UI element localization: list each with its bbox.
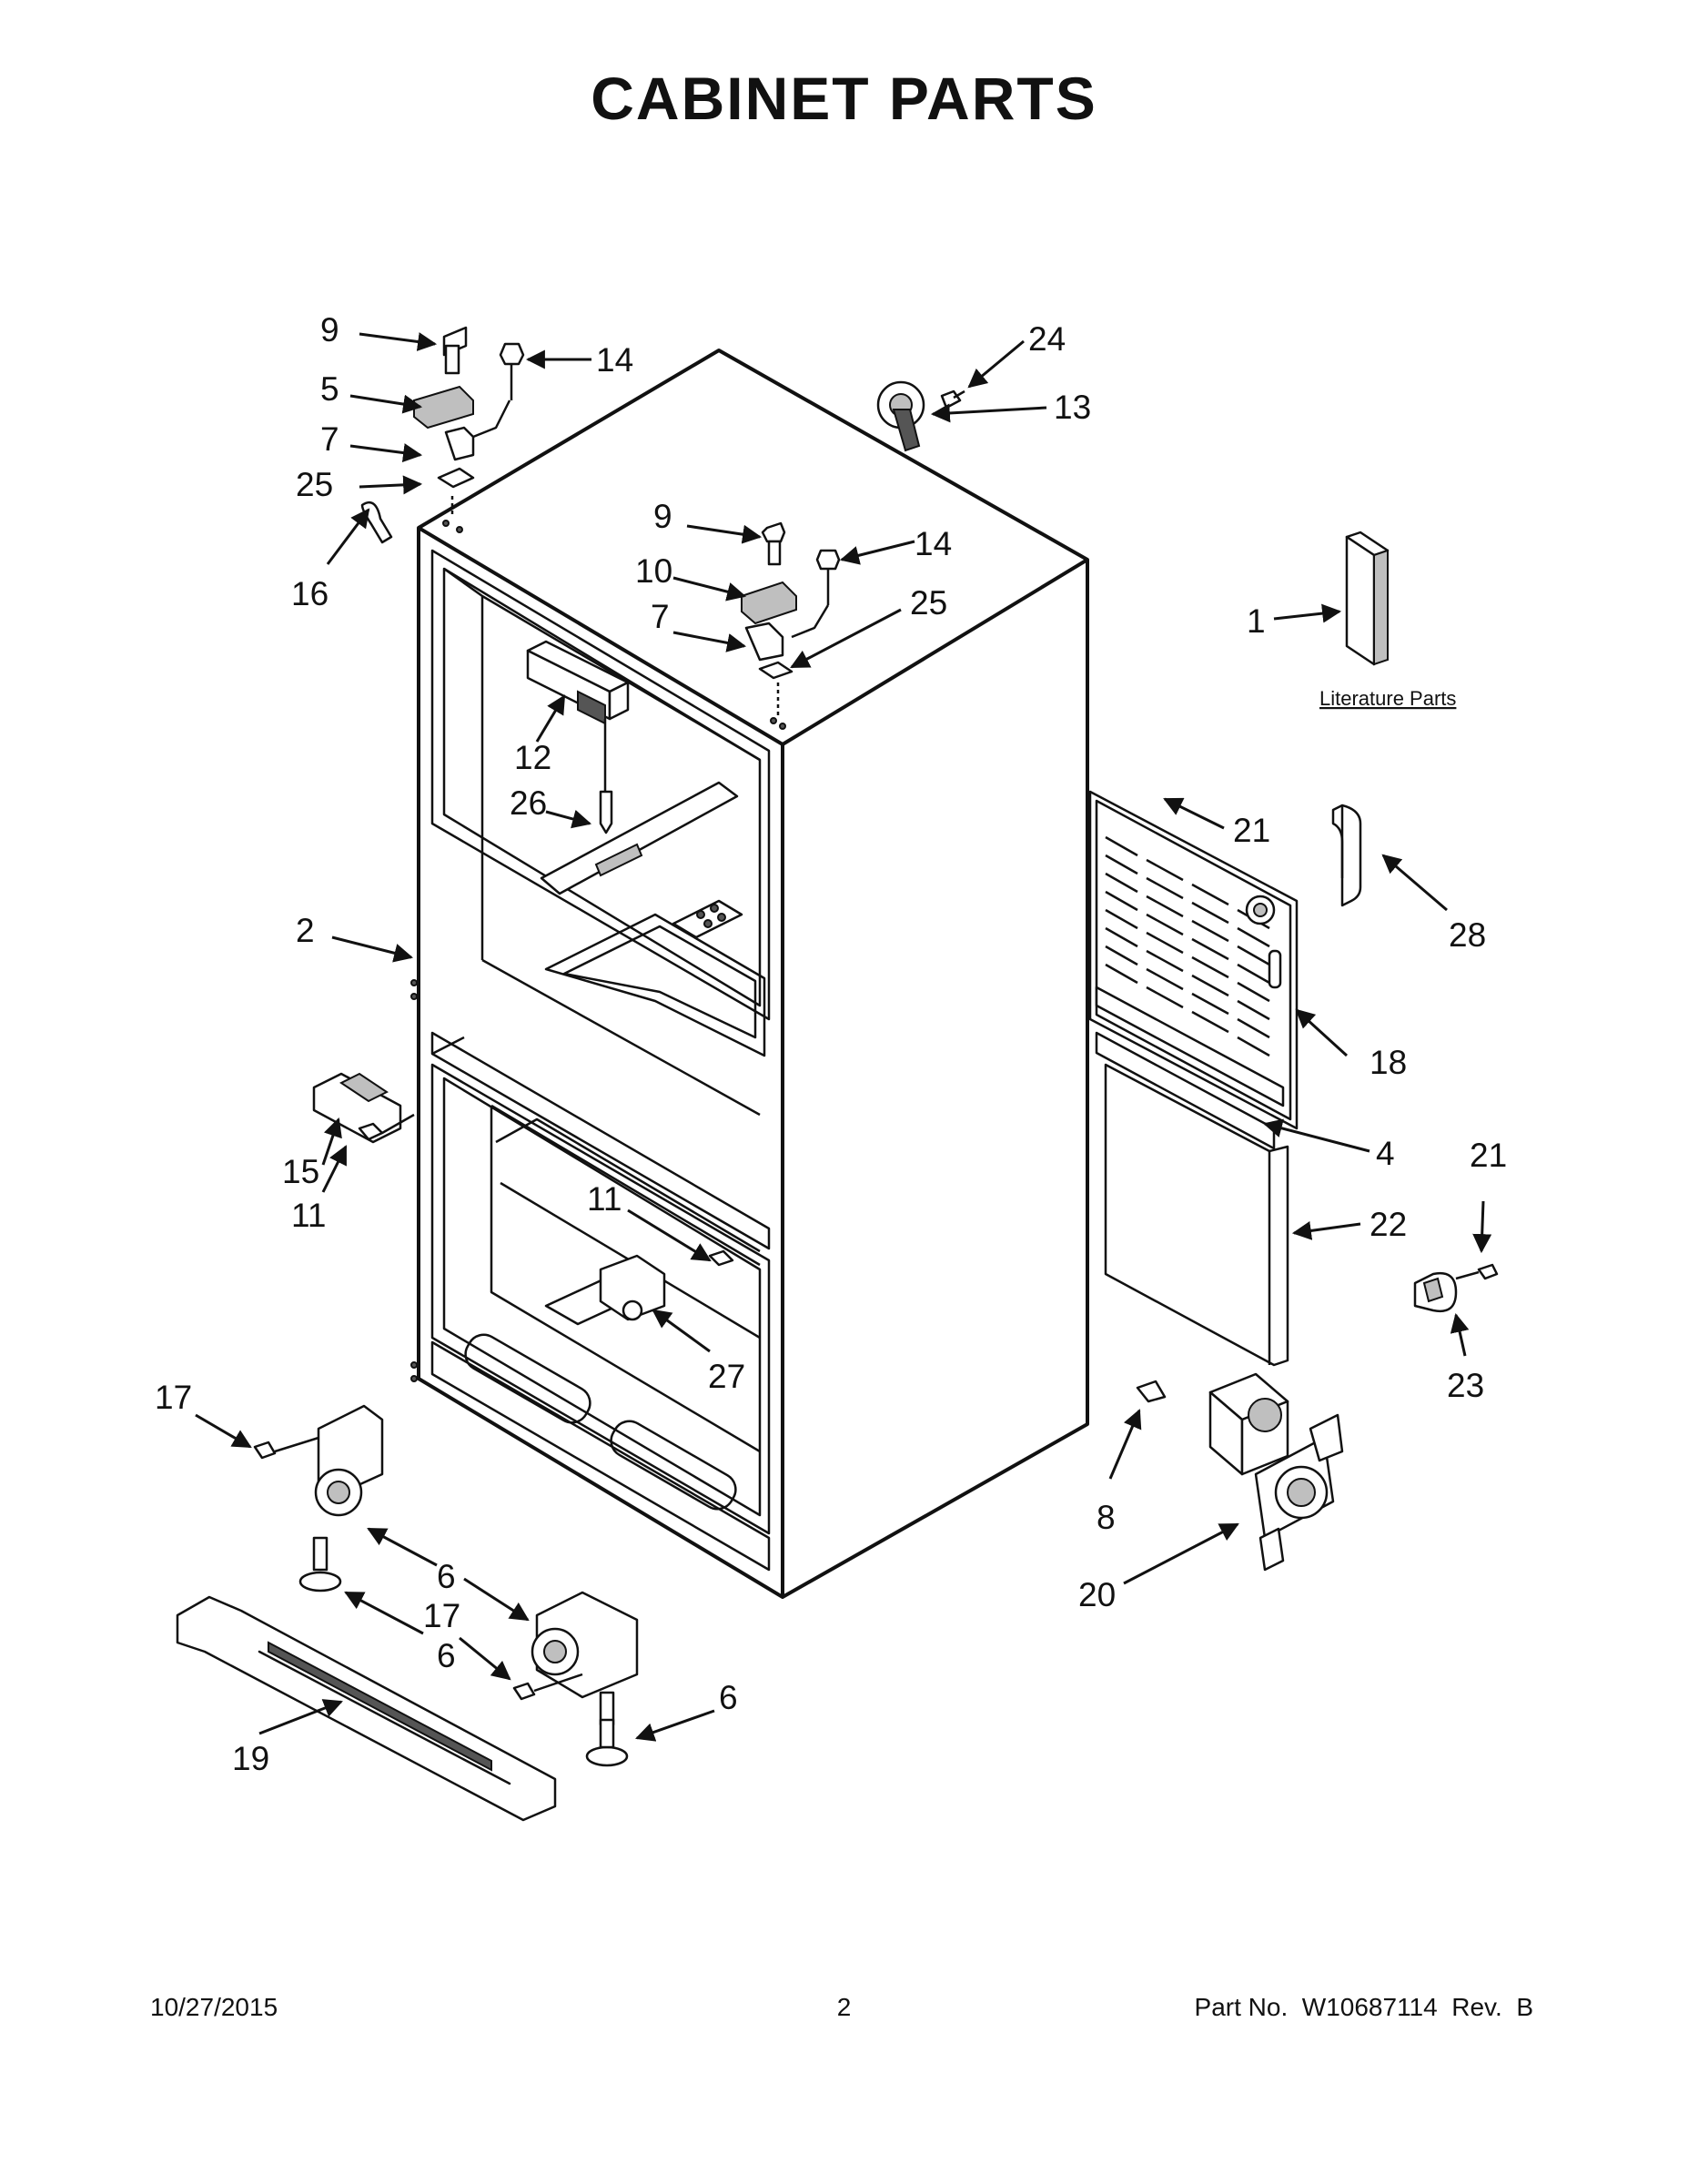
callout-8: 8: [1097, 1499, 1116, 1536]
callout-27: 27: [708, 1358, 745, 1395]
footer-part-number: Part No. W10687114 Rev. B: [1194, 1993, 1533, 2021]
callout-5: 6: [437, 1558, 456, 1595]
rear-access-panel: [1088, 790, 1299, 1150]
callout-7: 7: [320, 420, 339, 458]
callout-7b: 7: [651, 598, 670, 635]
right-roller-assembly: [512, 1591, 639, 1767]
footer-date: 10/27/2015: [150, 1993, 278, 2021]
literature-label: Literature Parts: [1319, 687, 1456, 710]
callout-9b: 9: [653, 498, 672, 535]
callout-11b: 11: [587, 1180, 622, 1218]
callout-1: 1: [1247, 602, 1266, 640]
part-15-bracket: [312, 1072, 415, 1144]
callout-3: 5: [320, 370, 339, 408]
page-title: CABINET PARTS: [591, 65, 1097, 132]
callout-26: 26: [510, 784, 547, 822]
water-valve: [1136, 1372, 1344, 1572]
callout-24: 24: [1028, 320, 1066, 358]
left-top-hinge: [360, 326, 525, 544]
callout-13: 13: [1054, 389, 1091, 426]
callout-16: 16: [291, 575, 329, 612]
part-13-wheel-bracket: [876, 380, 965, 452]
callout-15: 15: [282, 1153, 319, 1190]
literature-book: [1345, 531, 1390, 666]
callout-23: 23: [1447, 1367, 1484, 1404]
part-12-housing: [526, 640, 630, 834]
callout-14: 14: [596, 341, 633, 379]
callout-9: 9: [320, 311, 339, 349]
callout-10: 10: [635, 552, 672, 590]
callout-21b: 21: [1470, 1137, 1507, 1174]
callout-22: 22: [1370, 1206, 1407, 1243]
cabinet-body: [410, 349, 1089, 1599]
footer-page-number: 2: [836, 1993, 852, 2021]
callout-4: 4: [1376, 1135, 1395, 1172]
part-27-bracket: [599, 1249, 734, 1321]
callout-21: 21: [1233, 812, 1270, 849]
callout-2: 2: [296, 912, 315, 949]
part-23-clamp: [1413, 1263, 1499, 1313]
callout-20: 20: [1078, 1576, 1116, 1613]
callout-25b: 25: [910, 584, 947, 622]
callout-17b: 17: [423, 1597, 460, 1634]
shelf-bracket: [540, 781, 743, 939]
callout-11: 11: [291, 1197, 326, 1234]
part-22-insulation: [1104, 1063, 1289, 1367]
callout-28: 28: [1449, 916, 1486, 954]
callout-25: 25: [296, 466, 333, 503]
callout-17: 17: [155, 1379, 192, 1416]
callout-12: 12: [514, 739, 551, 776]
right-top-hinge: [741, 521, 841, 719]
callout-6b: 6: [719, 1679, 738, 1716]
callout-19: 19: [232, 1740, 269, 1777]
callout-6: 6: [437, 1637, 456, 1674]
callout-14b: 14: [915, 525, 952, 562]
left-roller-assembly: [253, 1404, 384, 1592]
callout-labels: 9 14 5 7 25 16 9 14 10 7 25 24 13 1 Lite…: [155, 311, 1507, 1777]
callout-18: 18: [1370, 1044, 1407, 1081]
part-28-clip: [1331, 804, 1362, 907]
toe-grille: [176, 1595, 557, 1822]
leader-lines: [195, 332, 1492, 1742]
